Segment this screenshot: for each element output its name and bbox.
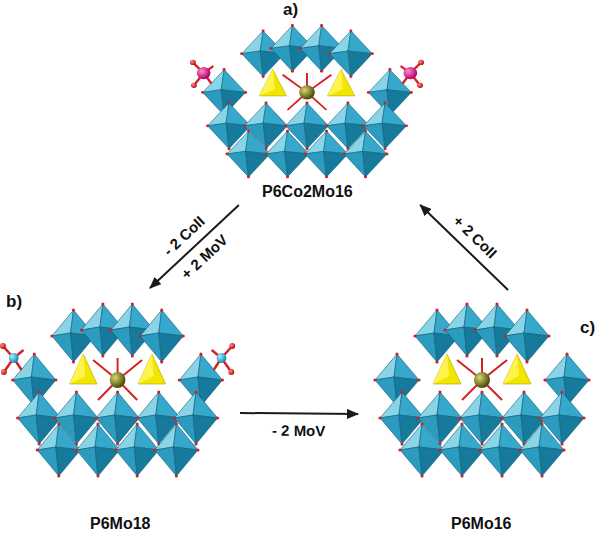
reaction-arrow	[150, 205, 239, 288]
cobalt-caps	[190, 60, 424, 88]
cobalt-capped-cluster	[190, 24, 424, 178]
panel-letter: a)	[283, 0, 298, 20]
reagent-label: - 2 MoV	[270, 422, 327, 440]
uncapped-cluster	[373, 302, 590, 477]
reaction-arrow	[240, 413, 358, 414]
cluster-core	[201, 24, 413, 178]
compound-label: P6Co2Mo16	[262, 182, 353, 201]
compound-label: P6Mo18	[90, 514, 150, 533]
reaction-arrow	[420, 205, 508, 290]
panel-letter: c)	[580, 318, 595, 338]
structure-node: a) P6Co2Mo16	[185, 0, 430, 205]
panel-letter: b)	[6, 292, 22, 312]
structure-node: b) P6Mo18	[0, 288, 240, 538]
molybdenum-capped-cluster	[0, 302, 235, 477]
molybdenum-caps	[0, 343, 235, 375]
cluster-core	[373, 302, 590, 477]
compound-label: P6Mo16	[451, 514, 511, 533]
structure-node: c) P6Mo16	[358, 290, 604, 538]
reagent-label: + 2 CoII	[448, 210, 502, 263]
cluster-core	[11, 302, 224, 477]
